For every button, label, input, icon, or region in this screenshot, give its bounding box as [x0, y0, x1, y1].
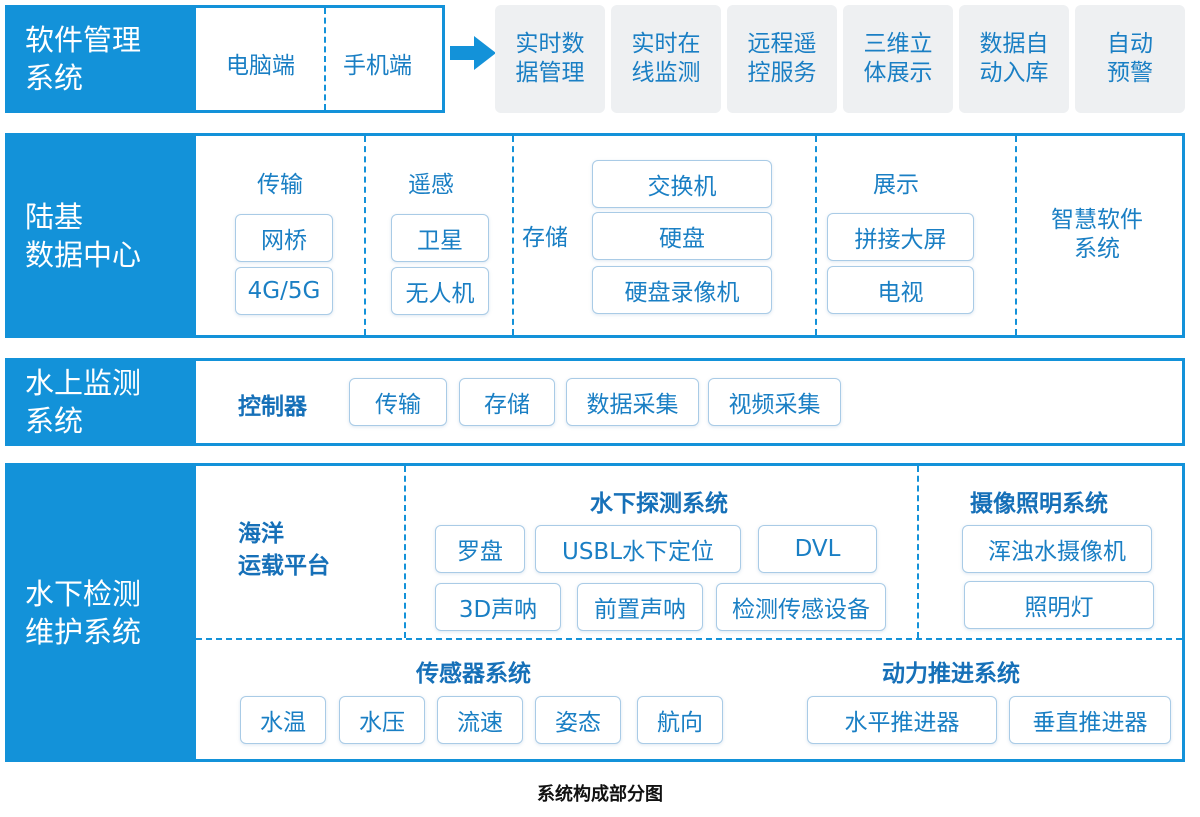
- platform-label: 海洋 运载平台: [238, 521, 330, 579]
- underwater-label: 水下检测 维护系统: [5, 463, 195, 762]
- item-drone: 无人机: [391, 267, 489, 315]
- propulsion-title: 动力推进系统: [882, 661, 1020, 687]
- feature-online-monitor: 实时在 线监测: [611, 5, 721, 113]
- item-attitude: 姿态: [535, 696, 621, 744]
- detection-title: 水下探测系统: [590, 491, 728, 517]
- item-water-temp: 水温: [240, 696, 326, 744]
- underwater-divider-2: [917, 466, 919, 638]
- item-flow-speed: 流速: [437, 696, 523, 744]
- underwater-divider-1: [404, 466, 406, 638]
- item-compass: 罗盘: [435, 525, 525, 573]
- sensor-title: 传感器系统: [416, 661, 531, 687]
- surface-item-storage: 存储: [459, 378, 555, 426]
- land-divider-2: [512, 136, 514, 335]
- controller-label: 控制器: [238, 394, 307, 420]
- display-title: 展示: [873, 172, 919, 198]
- underwater-divider-h: [196, 638, 1182, 640]
- item-tv: 电视: [827, 266, 974, 314]
- item-satellite: 卫星: [391, 214, 489, 262]
- land-datacenter-label: 陆基 数据中心: [5, 133, 195, 338]
- item-3d-sonar: 3D声呐: [435, 583, 561, 631]
- item-nvr: 硬盘录像机: [592, 266, 772, 314]
- software-clients-panel: [193, 5, 445, 113]
- software-system-label: 软件管理 系统: [5, 5, 195, 113]
- item-turbid-camera: 浑浊水摄像机: [962, 525, 1152, 573]
- item-vertical-thruster: 垂直推进器: [1009, 696, 1171, 744]
- figure-caption: 系统构成部分图: [537, 784, 663, 805]
- feature-auto-import: 数据自 动入库: [959, 5, 1069, 113]
- storage-title: 存储: [522, 225, 568, 251]
- item-4g5g: 4G/5G: [235, 267, 333, 315]
- clients-divider: [324, 8, 326, 110]
- surface-item-video-collect: 视频采集: [708, 378, 841, 426]
- feature-realtime-data: 实时数 据管理: [495, 5, 605, 113]
- item-video-wall: 拼接大屏: [827, 213, 974, 261]
- item-inspect-sensor: 检测传感设备: [716, 583, 886, 631]
- land-divider-4: [1015, 136, 1017, 335]
- camera-title: 摄像照明系统: [970, 491, 1108, 517]
- land-divider-1: [364, 136, 366, 335]
- item-usbl: USBL水下定位: [535, 525, 741, 573]
- item-switch: 交换机: [592, 160, 772, 208]
- transmission-title: 传输: [257, 172, 303, 198]
- item-horizontal-thruster: 水平推进器: [807, 696, 997, 744]
- feature-3d-display: 三维立 体展示: [843, 5, 953, 113]
- client-mobile: 手机端: [343, 53, 412, 79]
- land-divider-3: [815, 136, 817, 335]
- smart-software: 智慧软件 系统: [1051, 207, 1143, 262]
- item-dvl: DVL: [758, 525, 877, 573]
- item-water-pressure: 水压: [339, 696, 425, 744]
- item-bridge: 网桥: [235, 214, 333, 262]
- surface-item-data-collect: 数据采集: [566, 378, 699, 426]
- remote-sensing-title: 遥感: [408, 172, 454, 198]
- surface-monitor-label: 水上监测 系统: [5, 358, 195, 446]
- feature-auto-warning: 自动 预警: [1075, 5, 1185, 113]
- item-heading: 航向: [637, 696, 723, 744]
- arrow-right-icon: [450, 36, 496, 70]
- client-pc: 电脑端: [226, 53, 295, 79]
- item-light: 照明灯: [964, 581, 1154, 629]
- item-harddisk: 硬盘: [592, 212, 772, 260]
- feature-remote-control: 远程遥 控服务: [727, 5, 837, 113]
- surface-item-transmission: 传输: [349, 378, 447, 426]
- item-forward-sonar: 前置声呐: [577, 583, 703, 631]
